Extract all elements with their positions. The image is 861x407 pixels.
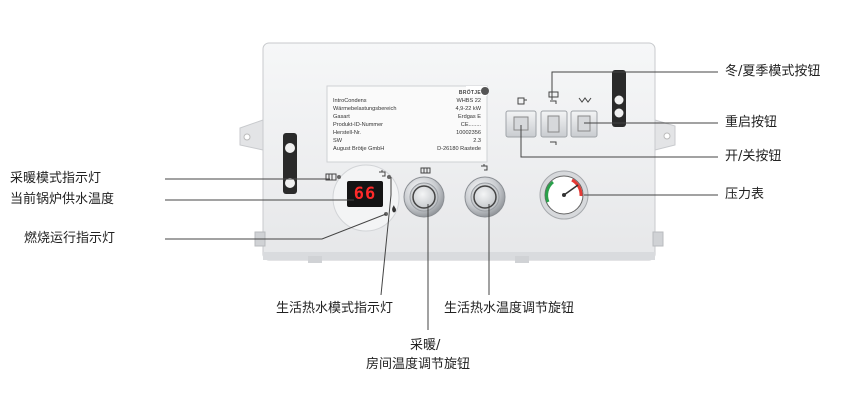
dhw-mode-light [387, 175, 391, 179]
winter-summer-icon [548, 91, 559, 145]
label-winter-summer-button: 冬/夏季模式按钮 [725, 64, 821, 79]
right-handle[interactable] [612, 70, 626, 127]
plate-row: Herstell-Nr.10002356 [333, 130, 481, 136]
tap-icon [481, 164, 488, 171]
power-icon [517, 97, 527, 105]
label-supply-temp: 当前锅炉供水温度 [10, 192, 115, 207]
pressure-gauge [539, 170, 589, 220]
power-button[interactable] [505, 110, 537, 138]
left-handle[interactable] [283, 133, 297, 194]
label-reset-button: 重启按钮 [725, 115, 778, 130]
tap-icon [379, 170, 386, 177]
label-heating-knob-line1: 采暖/ [410, 338, 441, 353]
display-digits: 66 [353, 184, 377, 204]
rating-plate [326, 85, 488, 163]
brand-logo-text: BRÖTJE [458, 90, 481, 96]
label-heating-knob-line2: 房间温度调节旋钮 [366, 357, 471, 372]
leader-lines [165, 71, 718, 330]
label-burner-light: 燃烧运行指示灯 [24, 231, 116, 246]
temperature-display [347, 181, 383, 207]
flame-icon [392, 205, 396, 213]
label-pressure-gauge: 压力表 [725, 187, 765, 202]
label-dhw-temp-knob: 生活热水温度调节旋钮 [444, 301, 575, 316]
radiator-icon [420, 167, 431, 174]
reset-icon [578, 97, 592, 103]
heating-mode-light [337, 175, 341, 179]
dhw-temperature-knob[interactable] [464, 176, 506, 218]
label-power-button: 开/关按钮 [725, 149, 782, 164]
label-heating-mode-light: 采暖模式指示灯 [10, 171, 102, 186]
reset-button[interactable] [570, 110, 598, 138]
winter-summer-button[interactable] [540, 110, 568, 138]
heating-knob[interactable] [403, 176, 445, 218]
label-dhw-mode-light: 生活热水模式指示灯 [276, 301, 394, 316]
